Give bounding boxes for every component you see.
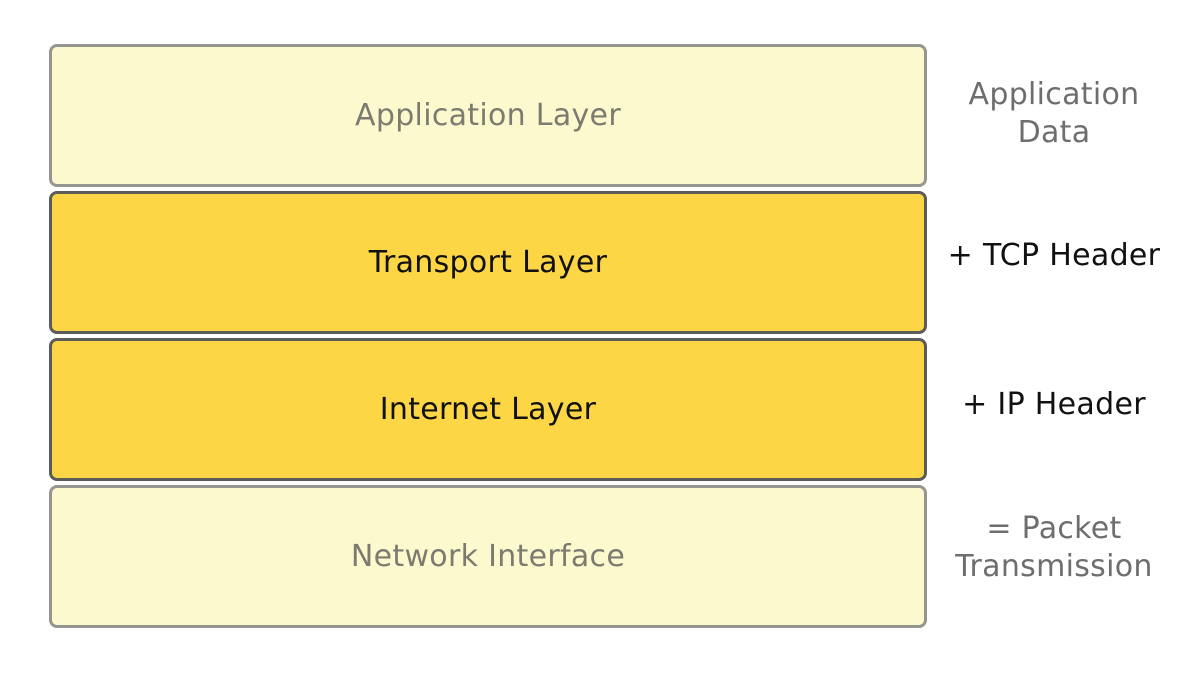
- internet-layer-label: Internet Layer: [379, 392, 597, 427]
- network-interface-box: Network Interface: [49, 485, 927, 628]
- application-data-note: Application Data: [940, 76, 1168, 152]
- application-layer-label: Application Layer: [355, 98, 621, 133]
- tcp-header-note: + TCP Header: [940, 237, 1168, 275]
- tcp-header-note-line-1: + TCP Header: [947, 238, 1161, 273]
- transport-layer-box: Transport Layer: [49, 191, 927, 334]
- internet-layer-box: Internet Layer: [49, 338, 927, 481]
- packet-transmission-note: = Packet Transmission: [940, 510, 1168, 586]
- network-interface-label: Network Interface: [350, 539, 626, 574]
- application-data-note-line-1: Application: [968, 77, 1140, 112]
- ip-header-note-line-1: + IP Header: [962, 387, 1146, 422]
- transport-layer-label: Transport Layer: [368, 245, 608, 280]
- application-layer-box: Application Layer: [49, 44, 927, 187]
- application-data-note-line-2: Data: [1017, 115, 1091, 150]
- packet-transmission-note-line-1: = Packet: [986, 511, 1122, 546]
- ip-header-note: + IP Header: [940, 386, 1168, 424]
- packet-transmission-note-line-2: Transmission: [955, 549, 1153, 584]
